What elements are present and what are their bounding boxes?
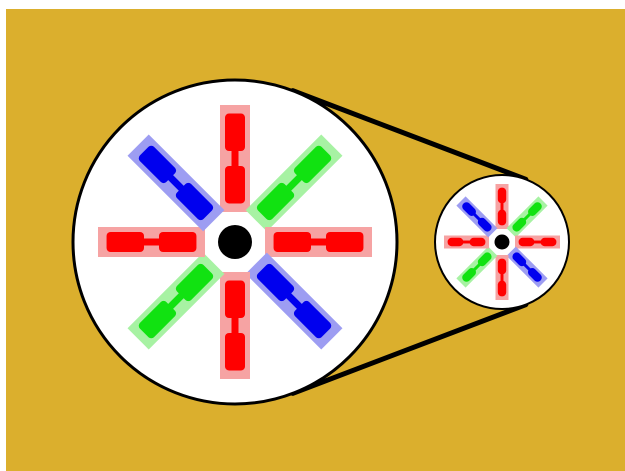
spoke xyxy=(265,227,372,257)
small-pulley-hub xyxy=(495,235,510,250)
spoke-core-inner xyxy=(498,259,506,275)
large-pulley xyxy=(73,80,397,404)
spoke-waist xyxy=(501,273,504,281)
spoke-waist xyxy=(462,241,470,244)
spoke xyxy=(496,184,509,229)
spoke-core-outer xyxy=(541,238,557,246)
spoke-core-inner xyxy=(159,232,196,252)
spoke-core-inner xyxy=(274,232,311,252)
spoke xyxy=(220,105,250,212)
spoke-core-inner xyxy=(225,166,245,203)
spoke-core-outer xyxy=(225,114,245,151)
spoke xyxy=(98,227,205,257)
spoke xyxy=(496,255,509,300)
spoke-waist xyxy=(310,239,327,246)
spoke-core-inner xyxy=(498,210,506,226)
spoke-core-outer xyxy=(326,232,363,252)
spoke xyxy=(220,272,250,379)
spoke-core-outer xyxy=(225,333,245,370)
spoke-core-inner xyxy=(519,238,535,246)
spoke-waist xyxy=(232,317,239,334)
spoke-core-outer xyxy=(107,232,144,252)
spoke-waist xyxy=(533,241,541,244)
spoke-core-inner xyxy=(225,281,245,318)
spoke-core-inner xyxy=(470,238,486,246)
spoke-core-outer xyxy=(448,238,464,246)
small-pulley xyxy=(435,175,569,309)
spoke-waist xyxy=(232,150,239,167)
spoke-core-outer xyxy=(498,281,506,297)
spoke-waist xyxy=(143,239,160,246)
spoke xyxy=(515,236,560,249)
spoke-core-outer xyxy=(498,188,506,204)
spoke-waist xyxy=(501,202,504,210)
spoke xyxy=(444,236,489,249)
large-pulley-hub xyxy=(218,225,252,259)
